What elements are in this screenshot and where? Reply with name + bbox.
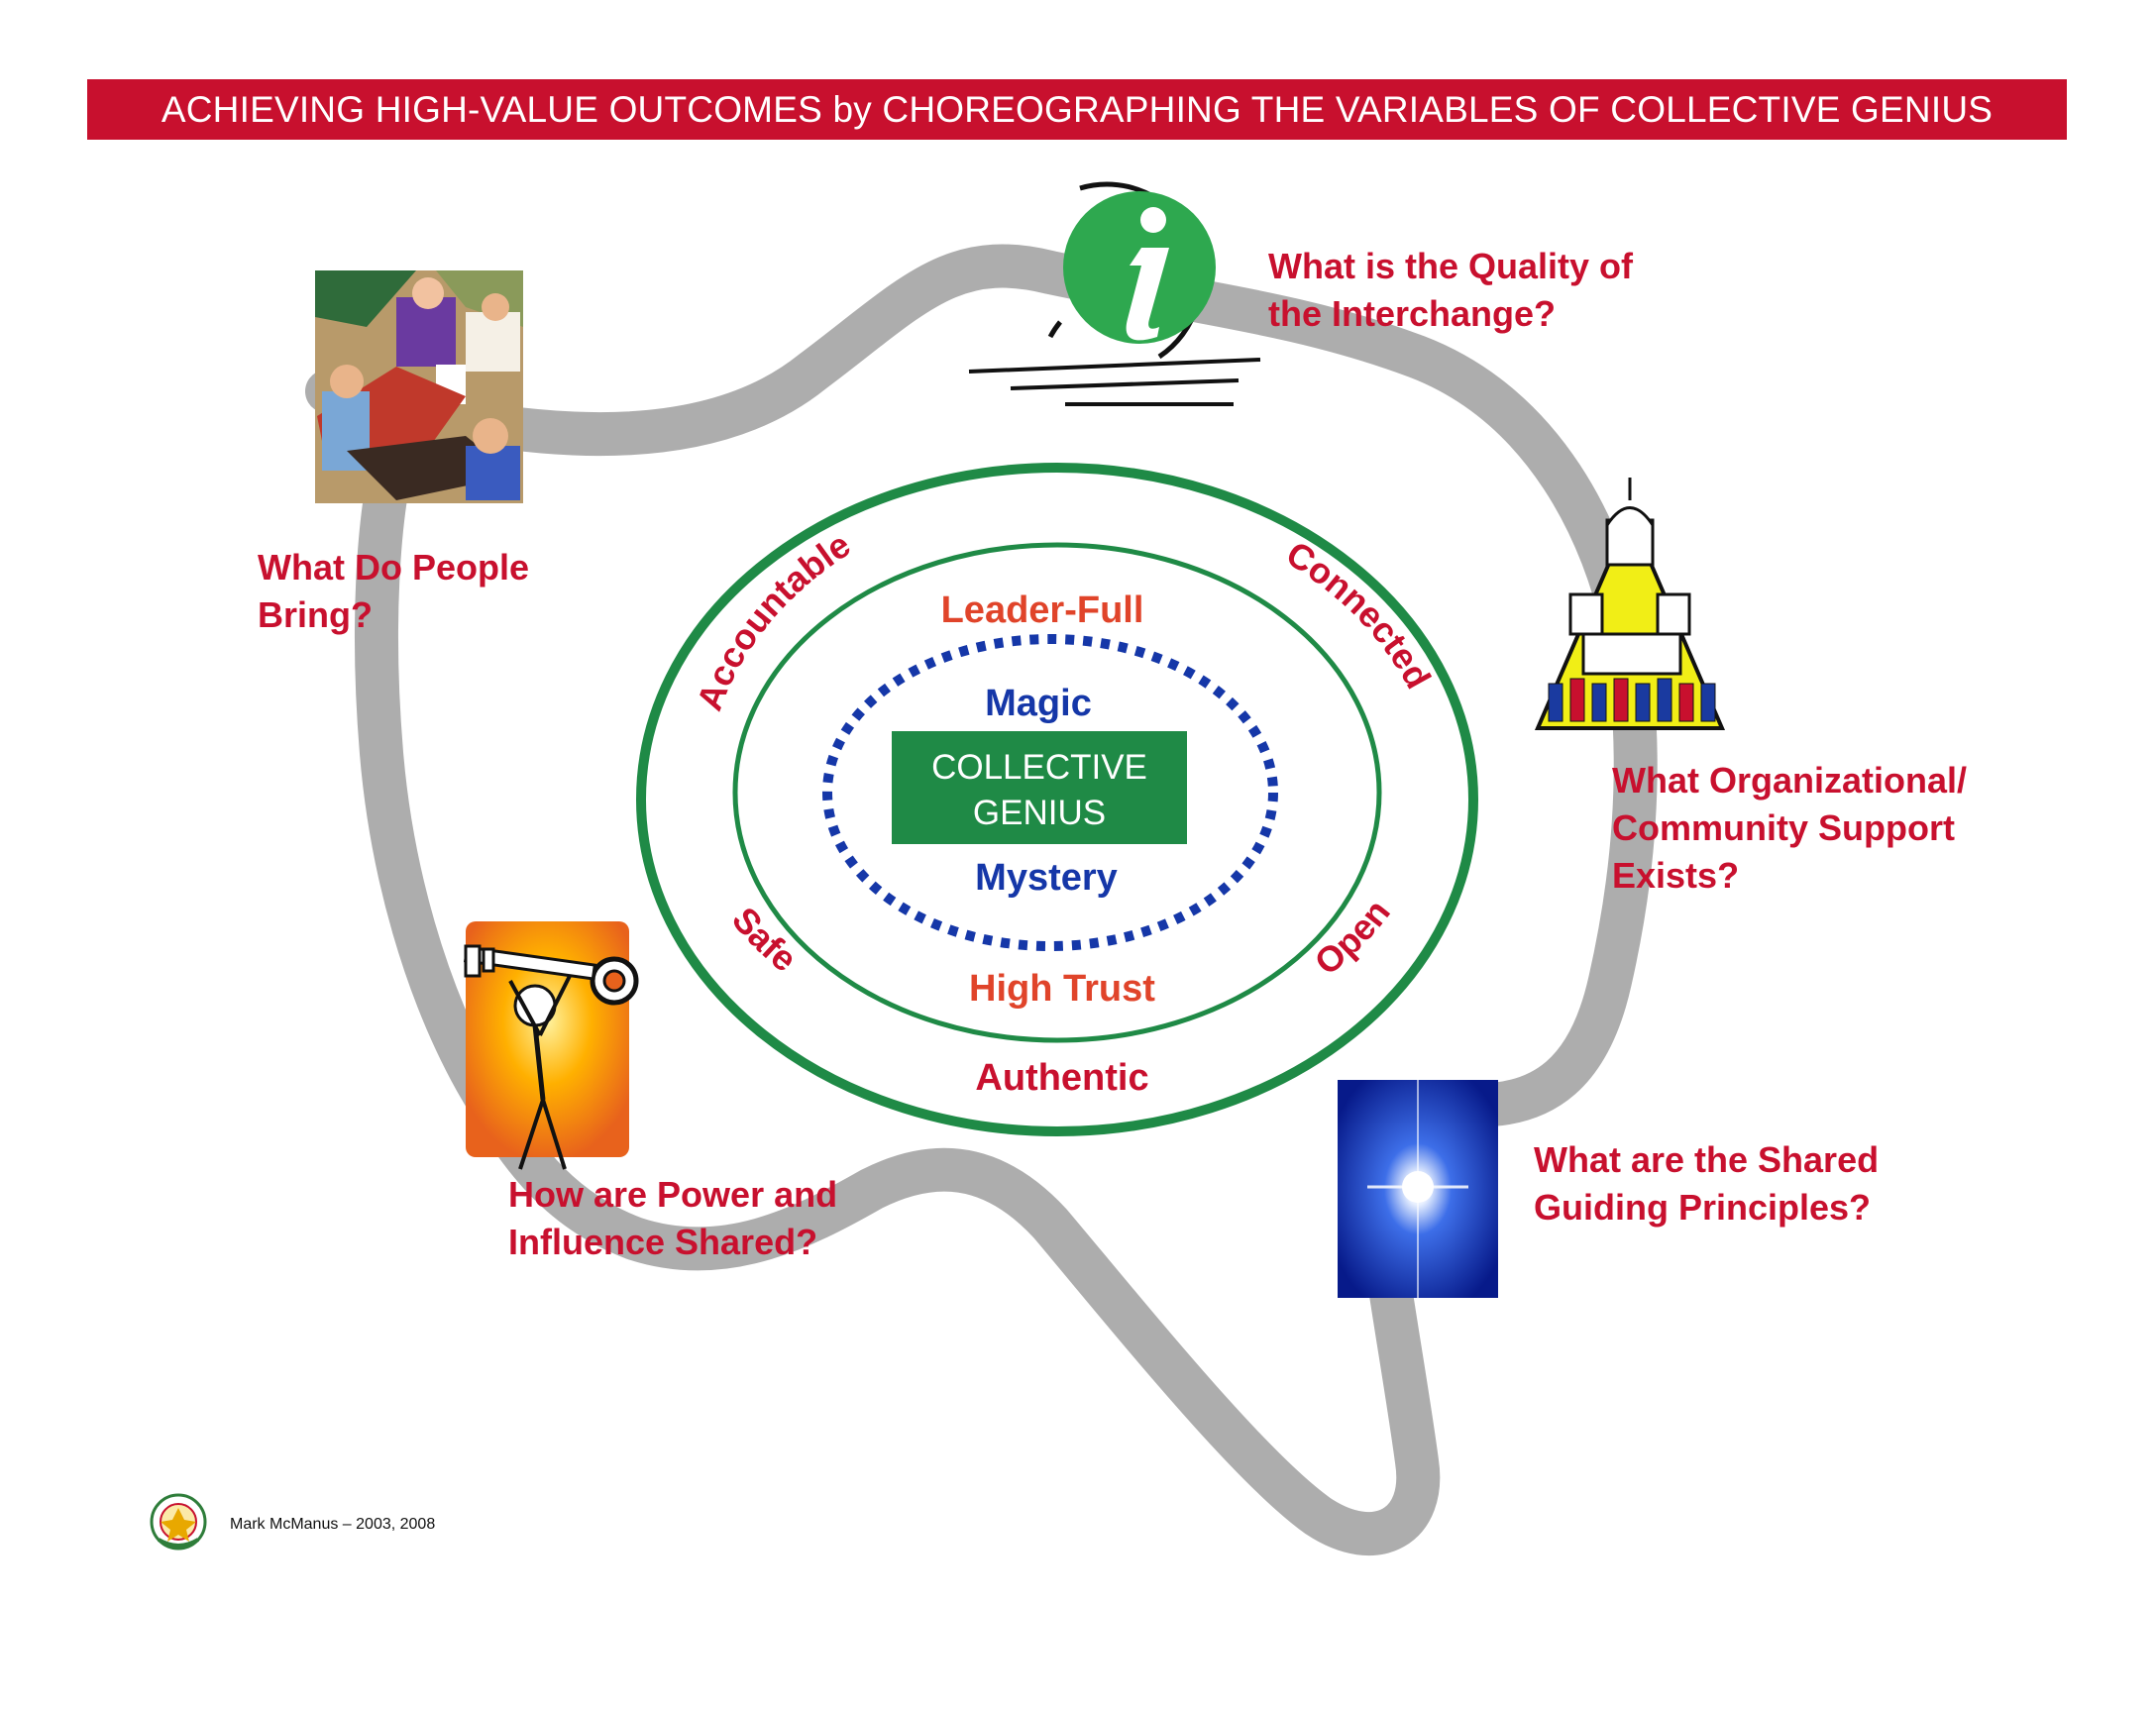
question-principles-line2: Guiding Principles? bbox=[1534, 1187, 1872, 1228]
ring-word-leader-full: Leader-Full bbox=[941, 589, 1144, 631]
author-credit: Mark McManus – 2003, 2008 bbox=[230, 1516, 436, 1533]
question-interchange: What is the Quality of the Interchange? bbox=[1268, 243, 1633, 338]
question-interchange-line2: the Interchange? bbox=[1268, 293, 1557, 334]
question-people-line1: What Do People bbox=[258, 547, 530, 588]
meeting-people-icon bbox=[315, 270, 523, 503]
inner-word-mystery: Mystery bbox=[975, 857, 1118, 899]
person-holding-key-icon bbox=[463, 921, 639, 1170]
title-banner: ACHIEVING HIGH-VALUE OUTCOMES by CHOREOG… bbox=[87, 79, 2067, 140]
question-principles-line1: What are the Shared bbox=[1534, 1139, 1880, 1180]
question-principles: What are the Shared Guiding Principles? bbox=[1534, 1136, 1879, 1231]
question-power-line2: Influence Shared? bbox=[508, 1222, 818, 1262]
center-label-line1: COLLECTIVE bbox=[931, 748, 1147, 787]
starburst-light-icon bbox=[1338, 1080, 1498, 1298]
center-label-line2: GENIUS bbox=[973, 794, 1106, 832]
question-interchange-line1: What is the Quality of bbox=[1268, 246, 1634, 286]
question-power: How are Power and Influence Shared? bbox=[508, 1171, 837, 1266]
question-support-line2: Community Support bbox=[1612, 807, 1955, 848]
inner-word-magic: Magic bbox=[985, 683, 1092, 724]
organization-seal-logo bbox=[150, 1493, 207, 1551]
question-power-line1: How are Power and bbox=[508, 1174, 838, 1215]
question-support-line1: What Organizational/ bbox=[1612, 760, 1968, 801]
inner-dotted-ellipse bbox=[822, 634, 1278, 951]
capitol-community-icon bbox=[1534, 478, 1726, 730]
question-support: What Organizational/ Community Support E… bbox=[1612, 757, 1967, 900]
question-support-line3: Exists? bbox=[1612, 855, 1740, 896]
info-icon bbox=[968, 181, 1261, 406]
center-box bbox=[892, 731, 1187, 844]
question-people: What Do People Bring? bbox=[258, 544, 529, 639]
ring-word-authentic: Authentic bbox=[975, 1057, 1148, 1099]
ring-word-high-trust: High Trust bbox=[969, 968, 1155, 1010]
question-people-line2: Bring? bbox=[258, 594, 373, 635]
